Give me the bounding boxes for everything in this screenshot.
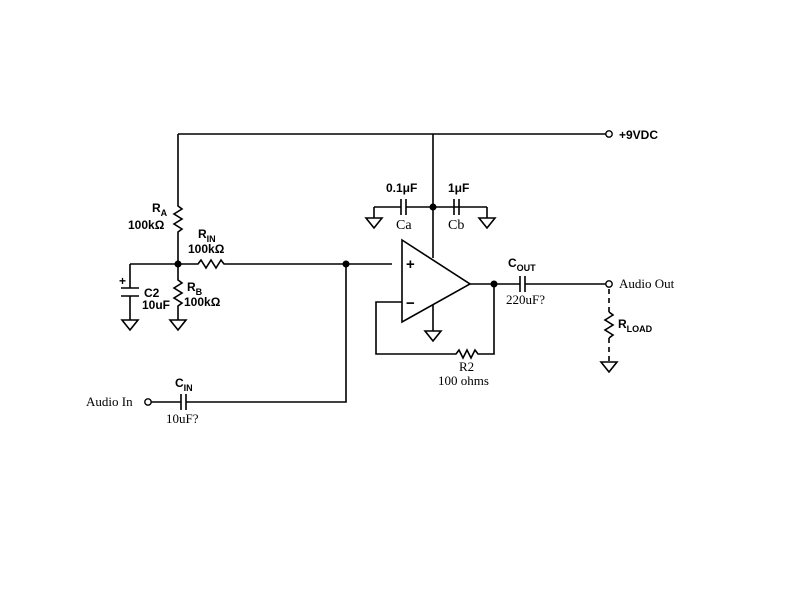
cb-label: Cb <box>448 218 464 233</box>
ground-symbol <box>364 207 384 230</box>
power-rail <box>178 133 606 207</box>
ra-label: RA <box>152 201 168 218</box>
capacitor-cb <box>453 199 487 215</box>
c2-label: C2 <box>144 286 160 300</box>
audio-out-terminal <box>605 280 613 288</box>
resistor-rb <box>172 264 184 320</box>
power-terminal <box>605 130 613 138</box>
rb-value: 100kΩ <box>184 295 221 309</box>
ca-label: Ca <box>396 218 412 233</box>
capacitor-c2 <box>121 264 139 320</box>
audio-in-label: Audio In <box>86 394 133 409</box>
ca-value: 0.1μF <box>386 181 417 195</box>
opamp-minus: − <box>406 295 415 312</box>
audio-in-terminal <box>144 398 152 406</box>
opamp-plus: + <box>406 256 415 273</box>
rin-label: RIN <box>198 227 216 244</box>
feedback-loop <box>375 284 495 360</box>
power-label: +9VDC <box>619 128 658 142</box>
ra-value: 100kΩ <box>128 218 165 232</box>
rb-label: RB <box>187 280 203 297</box>
c2-polarity: + <box>119 274 126 288</box>
op-amp <box>401 207 472 343</box>
rload-label: RLOAD <box>618 317 653 334</box>
cout-value: 220uF? <box>506 292 545 307</box>
resistor-rload <box>599 289 619 374</box>
r2-value: 100 ohms <box>438 373 489 388</box>
junction-output <box>490 280 498 288</box>
output-wire <box>470 276 606 292</box>
bias-wire <box>130 258 392 270</box>
rin-value: 100kΩ <box>188 242 225 256</box>
cb-value: 1μF <box>448 181 469 195</box>
input-wire <box>151 264 347 410</box>
ground-symbol <box>120 319 140 332</box>
r2-label: R2 <box>459 359 474 374</box>
capacitor-ca <box>374 199 459 215</box>
ground-symbol <box>168 319 188 332</box>
c2-value: 10uF <box>142 298 170 312</box>
ground-symbol <box>477 207 497 230</box>
cin-value: 10uF? <box>166 411 199 426</box>
resistor-ra <box>172 134 184 264</box>
cout-label: COUT <box>508 256 536 273</box>
audio-out-label: Audio Out <box>619 276 675 291</box>
cin-label: CIN <box>175 376 193 393</box>
